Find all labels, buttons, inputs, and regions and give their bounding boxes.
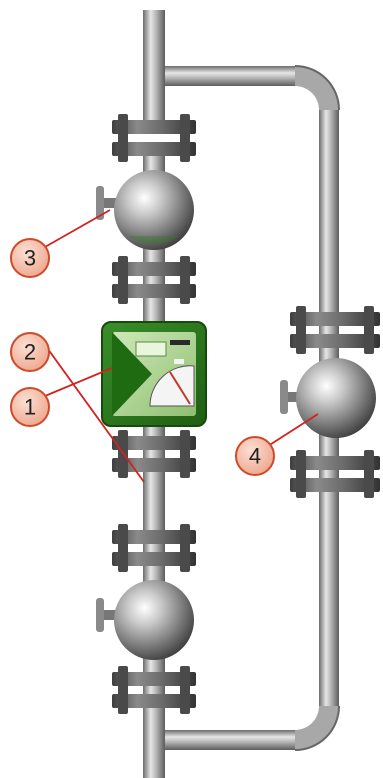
flow-meter bbox=[102, 322, 206, 426]
leader-line-3 bbox=[45, 210, 110, 247]
callout-3: 3 bbox=[11, 239, 49, 277]
callout-1: 1 bbox=[11, 388, 49, 426]
callout-label-4: 4 bbox=[249, 444, 261, 469]
meter-button bbox=[174, 359, 184, 364]
callout-label-2: 2 bbox=[24, 340, 36, 365]
lower-ball-valve bbox=[96, 580, 194, 660]
bypass-ball-valve bbox=[280, 358, 376, 438]
flange-top bbox=[112, 114, 196, 162]
callout-2: 2 bbox=[11, 333, 49, 371]
main-pipe-bottom bbox=[143, 730, 165, 778]
meter-brand-plate bbox=[170, 340, 190, 345]
callout-label-1: 1 bbox=[24, 395, 36, 420]
callout-4: 4 bbox=[236, 437, 274, 475]
meter-lcd bbox=[136, 342, 166, 356]
upper-ball-valve bbox=[96, 170, 194, 250]
callout-label-3: 3 bbox=[24, 246, 36, 271]
main-pipe-top bbox=[143, 10, 165, 130]
leader-line-4 bbox=[268, 414, 318, 446]
